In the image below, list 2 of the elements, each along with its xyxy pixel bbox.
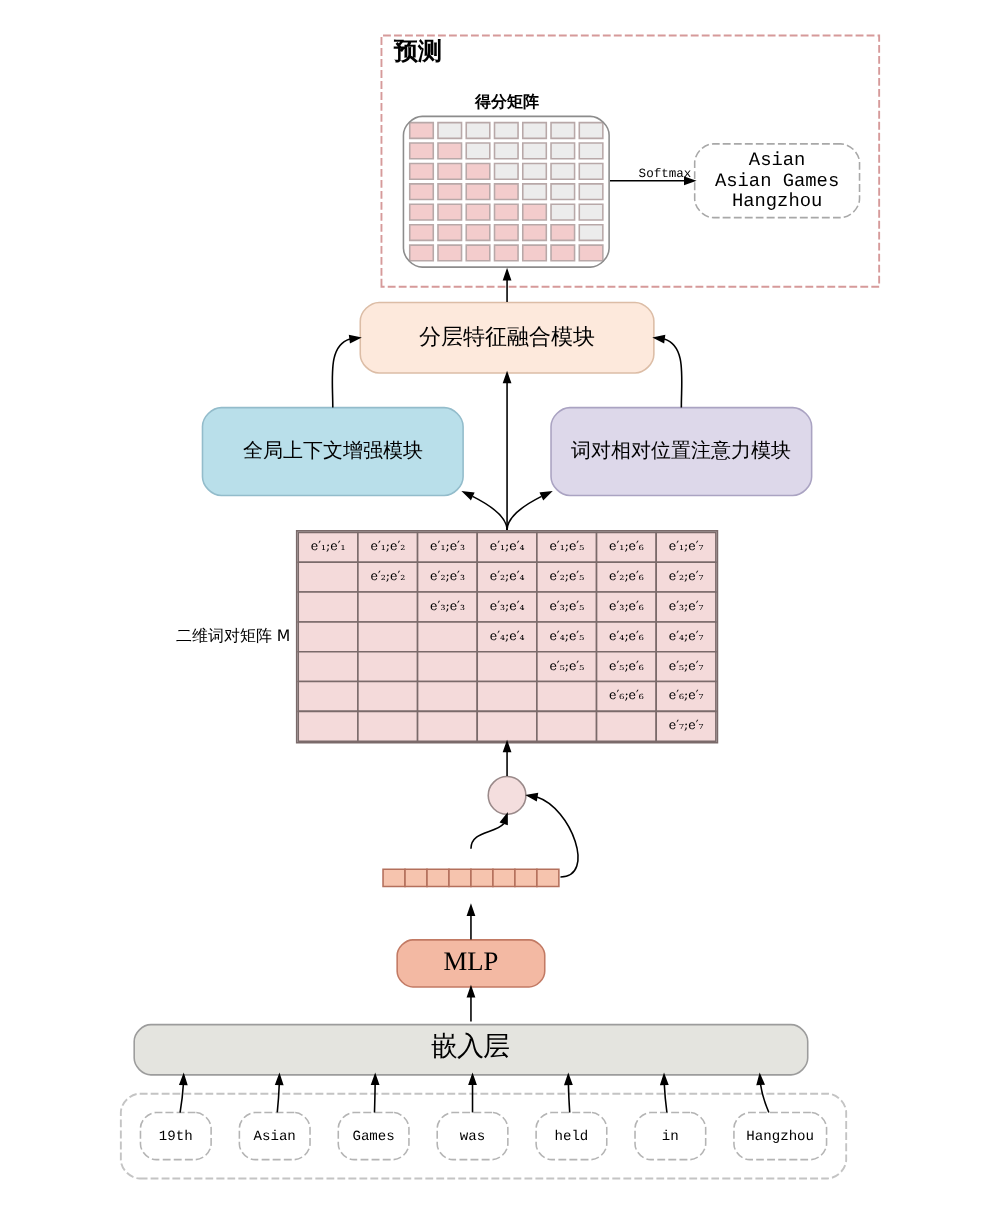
node-label: 得分矩阵 [474, 92, 539, 111]
node-label: 二维词对矩阵 M [175, 626, 291, 645]
